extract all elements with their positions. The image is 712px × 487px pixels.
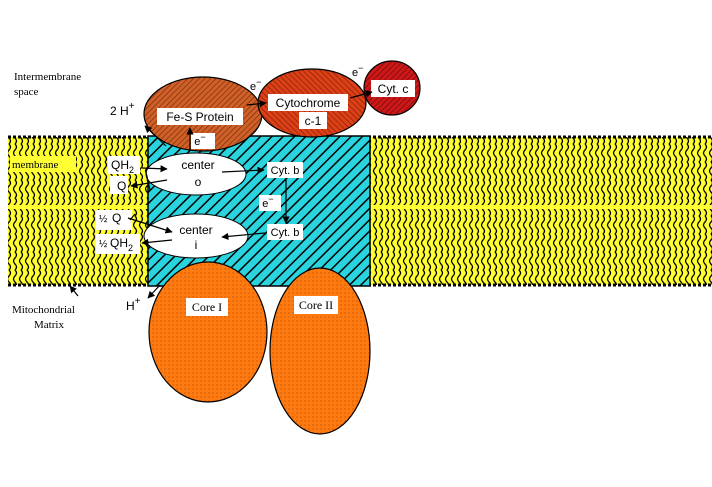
arrow-q-to-center-i <box>127 217 173 234</box>
qh2-top-box <box>108 156 140 174</box>
matrix-label-line1: Mitochondrial <box>12 304 75 316</box>
arrows <box>69 90 373 299</box>
center-i-label-line1: center <box>179 223 212 237</box>
cyt-c-label-box <box>371 80 415 97</box>
arrow-matrix-pointer <box>69 285 79 297</box>
center-i-label-line2: i <box>195 238 198 252</box>
arrow-center-i-to-qh2 <box>141 238 173 246</box>
cytochrome-c1-label-box <box>268 94 348 111</box>
arrow-qh2-to-center-o <box>141 165 168 173</box>
electron-label-e2: e− <box>352 63 363 79</box>
cyt-b-electron-box <box>259 195 281 211</box>
arrow-fork-i <box>129 213 136 221</box>
matrix-label-line2: Matrix <box>34 319 64 331</box>
fe-s-electron-box <box>191 133 215 149</box>
core-i-label-box <box>186 298 228 316</box>
cytochrome-c1-label-line1: Cytochrome <box>276 96 341 110</box>
membrane-label-box <box>10 156 76 172</box>
proton-top-label: 2 H+ <box>110 101 135 118</box>
cyt-c-label: Cyt. c <box>378 82 409 96</box>
arrow-fes-to-c1 <box>246 100 267 108</box>
electron-label-e3: e− <box>262 194 273 210</box>
center-i <box>143 213 249 259</box>
core-i <box>148 261 268 403</box>
electron-label-e4: e− <box>194 132 205 148</box>
qh2-top-label: QH2 <box>111 158 134 175</box>
half-qh2-fraction: ½ <box>99 239 108 250</box>
arrow-proton-out <box>144 125 167 147</box>
half-q-label: Q <box>112 211 121 225</box>
fe-s-label-box <box>157 108 243 125</box>
cyt-b-upper-label: Cyt. b <box>271 165 300 177</box>
arrow-c1-to-c <box>349 90 373 99</box>
q-top-label: Q <box>117 179 126 193</box>
q-top-box <box>110 176 128 194</box>
cyt-b-lower-label: Cyt. b <box>271 227 300 239</box>
cytochrome-c1-label-box2 <box>299 112 327 129</box>
cyt-b-lower-box <box>267 224 303 240</box>
arrow-center-o-to-cytb <box>221 166 265 174</box>
cyt-b-upper-box <box>267 162 303 178</box>
core-ii <box>269 267 371 435</box>
half-q-box <box>96 210 132 230</box>
arrow-proton-in <box>147 284 161 299</box>
core-ii-label: Core II <box>299 298 333 312</box>
electron-label-e1: e− <box>250 77 261 93</box>
fe-s-label: Fe-S Protein <box>166 110 233 124</box>
proton-bottom-label: H+ <box>126 296 141 313</box>
intermembrane-label-line2: space <box>14 86 39 98</box>
center-o-label-line2: o <box>195 175 202 189</box>
core-i-label: Core I <box>192 300 222 314</box>
half-q-fraction: ½ <box>99 214 108 225</box>
arrow-fork-o <box>145 171 151 191</box>
quinone-labels: QH2 Q ½ Q ½ QH2 <box>96 156 140 254</box>
membrane-label: membrane <box>12 159 59 171</box>
center-o-label-line1: center <box>181 158 214 172</box>
arrow-cytb-to-center-i <box>221 232 266 240</box>
cytochrome-c1-label-line2: c-1 <box>305 114 322 128</box>
intermembrane-label-line1: Intermembrane <box>14 71 81 83</box>
half-qh2-box <box>96 234 140 254</box>
half-qh2-label: QH2 <box>110 236 133 253</box>
core-ii-label-box <box>294 296 338 314</box>
